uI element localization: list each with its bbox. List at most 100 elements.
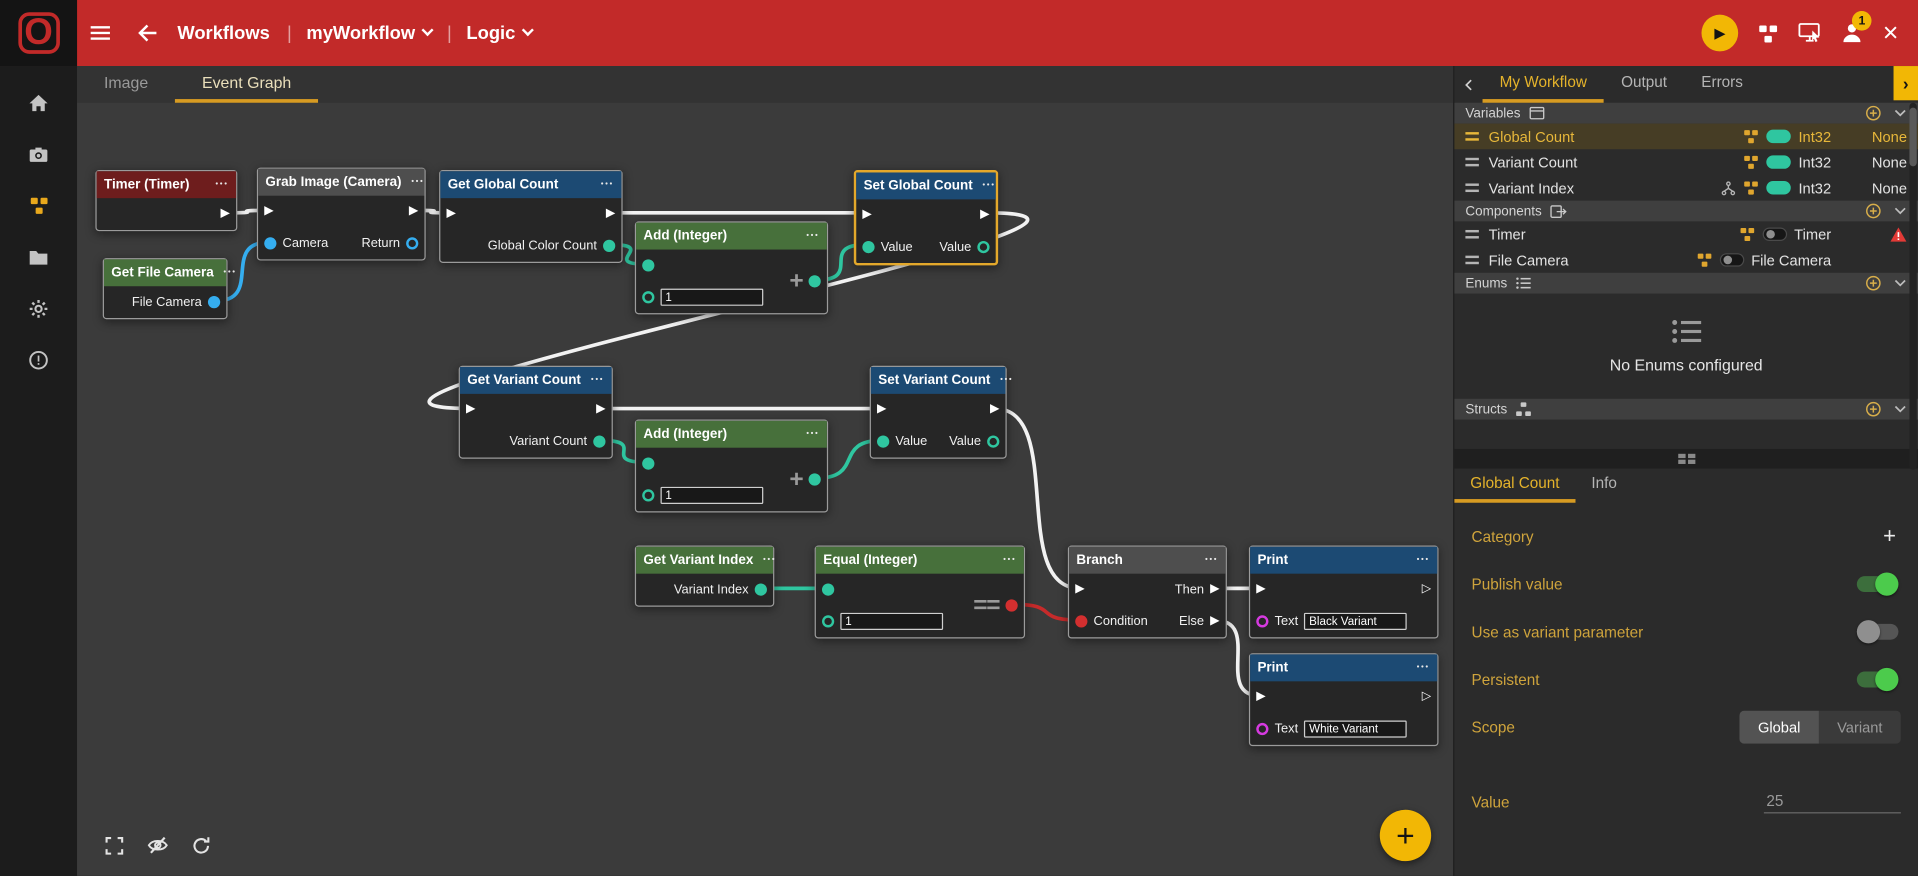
edge-setvariantcount-to-branch[interactable]	[994, 406, 1081, 591]
exec-port[interactable]: ▶	[1256, 582, 1266, 596]
node-getfilecamera[interactable]: Get File Camera•••File Camera	[102, 258, 235, 320]
drag-handle-icon[interactable]	[1465, 183, 1479, 193]
fit-view-button[interactable]	[104, 834, 125, 856]
node-getvariantcount[interactable]: Get Variant Count•••▶▶Variant Count	[458, 365, 613, 459]
edge-getvariantcount-to-add2[interactable]	[600, 438, 648, 465]
node-print1[interactable]: Print•••▶▷Text	[1248, 545, 1439, 639]
cyan-port[interactable]	[264, 237, 277, 250]
screen-share-button[interactable]	[1798, 22, 1821, 44]
canvas-tab-event-graph[interactable]: Event Graph	[175, 66, 319, 103]
workflow-select[interactable]: myWorkflow	[306, 23, 435, 43]
refresh-button[interactable]	[191, 834, 212, 856]
red-port[interactable]	[1005, 599, 1018, 612]
teal-port[interactable]	[862, 240, 875, 254]
node-add2[interactable]: Add (Integer)•••+	[634, 419, 829, 513]
node-menu-button[interactable]: •••	[806, 430, 820, 438]
sidebar-item-settings[interactable]	[0, 286, 77, 330]
add-struct-button[interactable]	[1865, 401, 1881, 417]
scope-option-global[interactable]: Global	[1739, 710, 1819, 744]
teal-port[interactable]	[642, 457, 655, 470]
workflow-library-button[interactable]	[1758, 23, 1779, 44]
detail-tab-info[interactable]: Info	[1591, 474, 1617, 492]
panel-tab-errors[interactable]: Errors	[1701, 73, 1743, 91]
panel-tab-my-workflow[interactable]: My Workflow	[1482, 66, 1605, 103]
node-menu-button[interactable]: •••	[1416, 664, 1430, 672]
edge-getglobalcount-to-add1[interactable]	[610, 242, 648, 267]
magenta-port[interactable]	[1256, 615, 1269, 628]
collapse-structs-button[interactable]	[1894, 405, 1907, 414]
add-node-button[interactable]: +	[1379, 809, 1432, 862]
exec-port[interactable]: ▶	[220, 206, 230, 221]
node-input[interactable]	[1304, 720, 1408, 738]
node-menu-button[interactable]: •••	[982, 182, 996, 190]
scope-option-variant[interactable]: Variant	[1818, 710, 1901, 744]
node-menu-button[interactable]: •••	[223, 269, 237, 277]
edge-add2-to-setvariantcount[interactable]	[815, 438, 882, 481]
node-menu-button[interactable]: •••	[1000, 376, 1014, 385]
cyan-port[interactable]	[207, 296, 221, 309]
teal-port[interactable]	[808, 275, 821, 288]
sidebar-item-home[interactable]	[0, 81, 77, 125]
exec-port[interactable]: ▶	[1256, 689, 1266, 704]
exec-port[interactable]: ▶	[605, 206, 616, 221]
drag-handle-icon[interactable]	[1465, 132, 1479, 141]
add-category-button[interactable]: +	[1878, 524, 1901, 550]
exec-port[interactable]: ▶	[446, 206, 456, 221]
collapse-panel-button[interactable]	[1454, 78, 1482, 91]
teal-port[interactable]	[821, 583, 835, 596]
edge-add1-to-setglobalcount[interactable]	[815, 242, 867, 282]
exec-port[interactable]: ▶	[1210, 582, 1220, 596]
detail-tab-global-count[interactable]: Global Count	[1454, 468, 1576, 503]
teal-port[interactable]	[642, 291, 655, 304]
magenta-port[interactable]	[1256, 722, 1269, 736]
menu-button[interactable]	[77, 0, 123, 66]
back-button[interactable]	[124, 0, 170, 66]
node-menu-button[interactable]: •••	[763, 556, 777, 564]
node-input[interactable]	[660, 486, 764, 504]
toggle-publish-value[interactable]	[1856, 572, 1899, 596]
user-button[interactable]: 1	[1841, 11, 1872, 44]
sidebar-item-workflow[interactable]	[0, 183, 77, 227]
teal-port[interactable]	[754, 583, 767, 596]
hide-connections-button[interactable]	[147, 834, 169, 856]
expand-panel-button[interactable]: ›	[1893, 66, 1918, 101]
edge-grabimage-to-getglobalcount[interactable]	[413, 208, 452, 215]
node-menu-button[interactable]: •••	[1416, 556, 1430, 564]
teal-port[interactable]	[593, 435, 606, 448]
node-menu-button[interactable]: •••	[411, 178, 425, 186]
node-add1[interactable]: Add (Integer)•••+	[634, 221, 829, 315]
exec-port[interactable]: ▶	[877, 402, 887, 416]
node-input[interactable]	[840, 612, 944, 630]
exec-port[interactable]: ▷	[1421, 689, 1432, 704]
node-menu-button[interactable]: •••	[591, 376, 605, 385]
node-print2[interactable]: Print•••▶▷Text	[1248, 653, 1439, 747]
exec-port[interactable]: ▶	[596, 402, 606, 416]
teal-port[interactable]	[987, 435, 1000, 448]
node-input[interactable]	[660, 288, 764, 306]
exec-port[interactable]: ▶	[980, 207, 990, 222]
node-menu-button[interactable]: •••	[600, 181, 615, 189]
drag-handle-icon[interactable]	[1465, 229, 1479, 239]
teal-port[interactable]	[642, 259, 655, 272]
sidebar-item-folder[interactable]	[0, 235, 77, 279]
close-button[interactable]: ×	[1882, 17, 1899, 48]
canvas-tab-image[interactable]: Image	[103, 73, 149, 92]
add-component-button[interactable]	[1865, 203, 1881, 219]
node-menu-button[interactable]: •••	[1003, 556, 1017, 564]
cyan-port[interactable]	[406, 237, 419, 250]
teal-port[interactable]	[877, 435, 890, 448]
run-button[interactable]: ▶	[1701, 14, 1739, 52]
teal-port[interactable]	[642, 489, 655, 502]
collapse-variables-button[interactable]	[1894, 109, 1907, 118]
edge-equal-to-branch[interactable]	[1012, 602, 1081, 623]
add-variable-button[interactable]	[1865, 105, 1881, 121]
toggle-use-as-variant-parameter[interactable]	[1856, 620, 1899, 644]
red-port[interactable]	[1075, 615, 1088, 628]
